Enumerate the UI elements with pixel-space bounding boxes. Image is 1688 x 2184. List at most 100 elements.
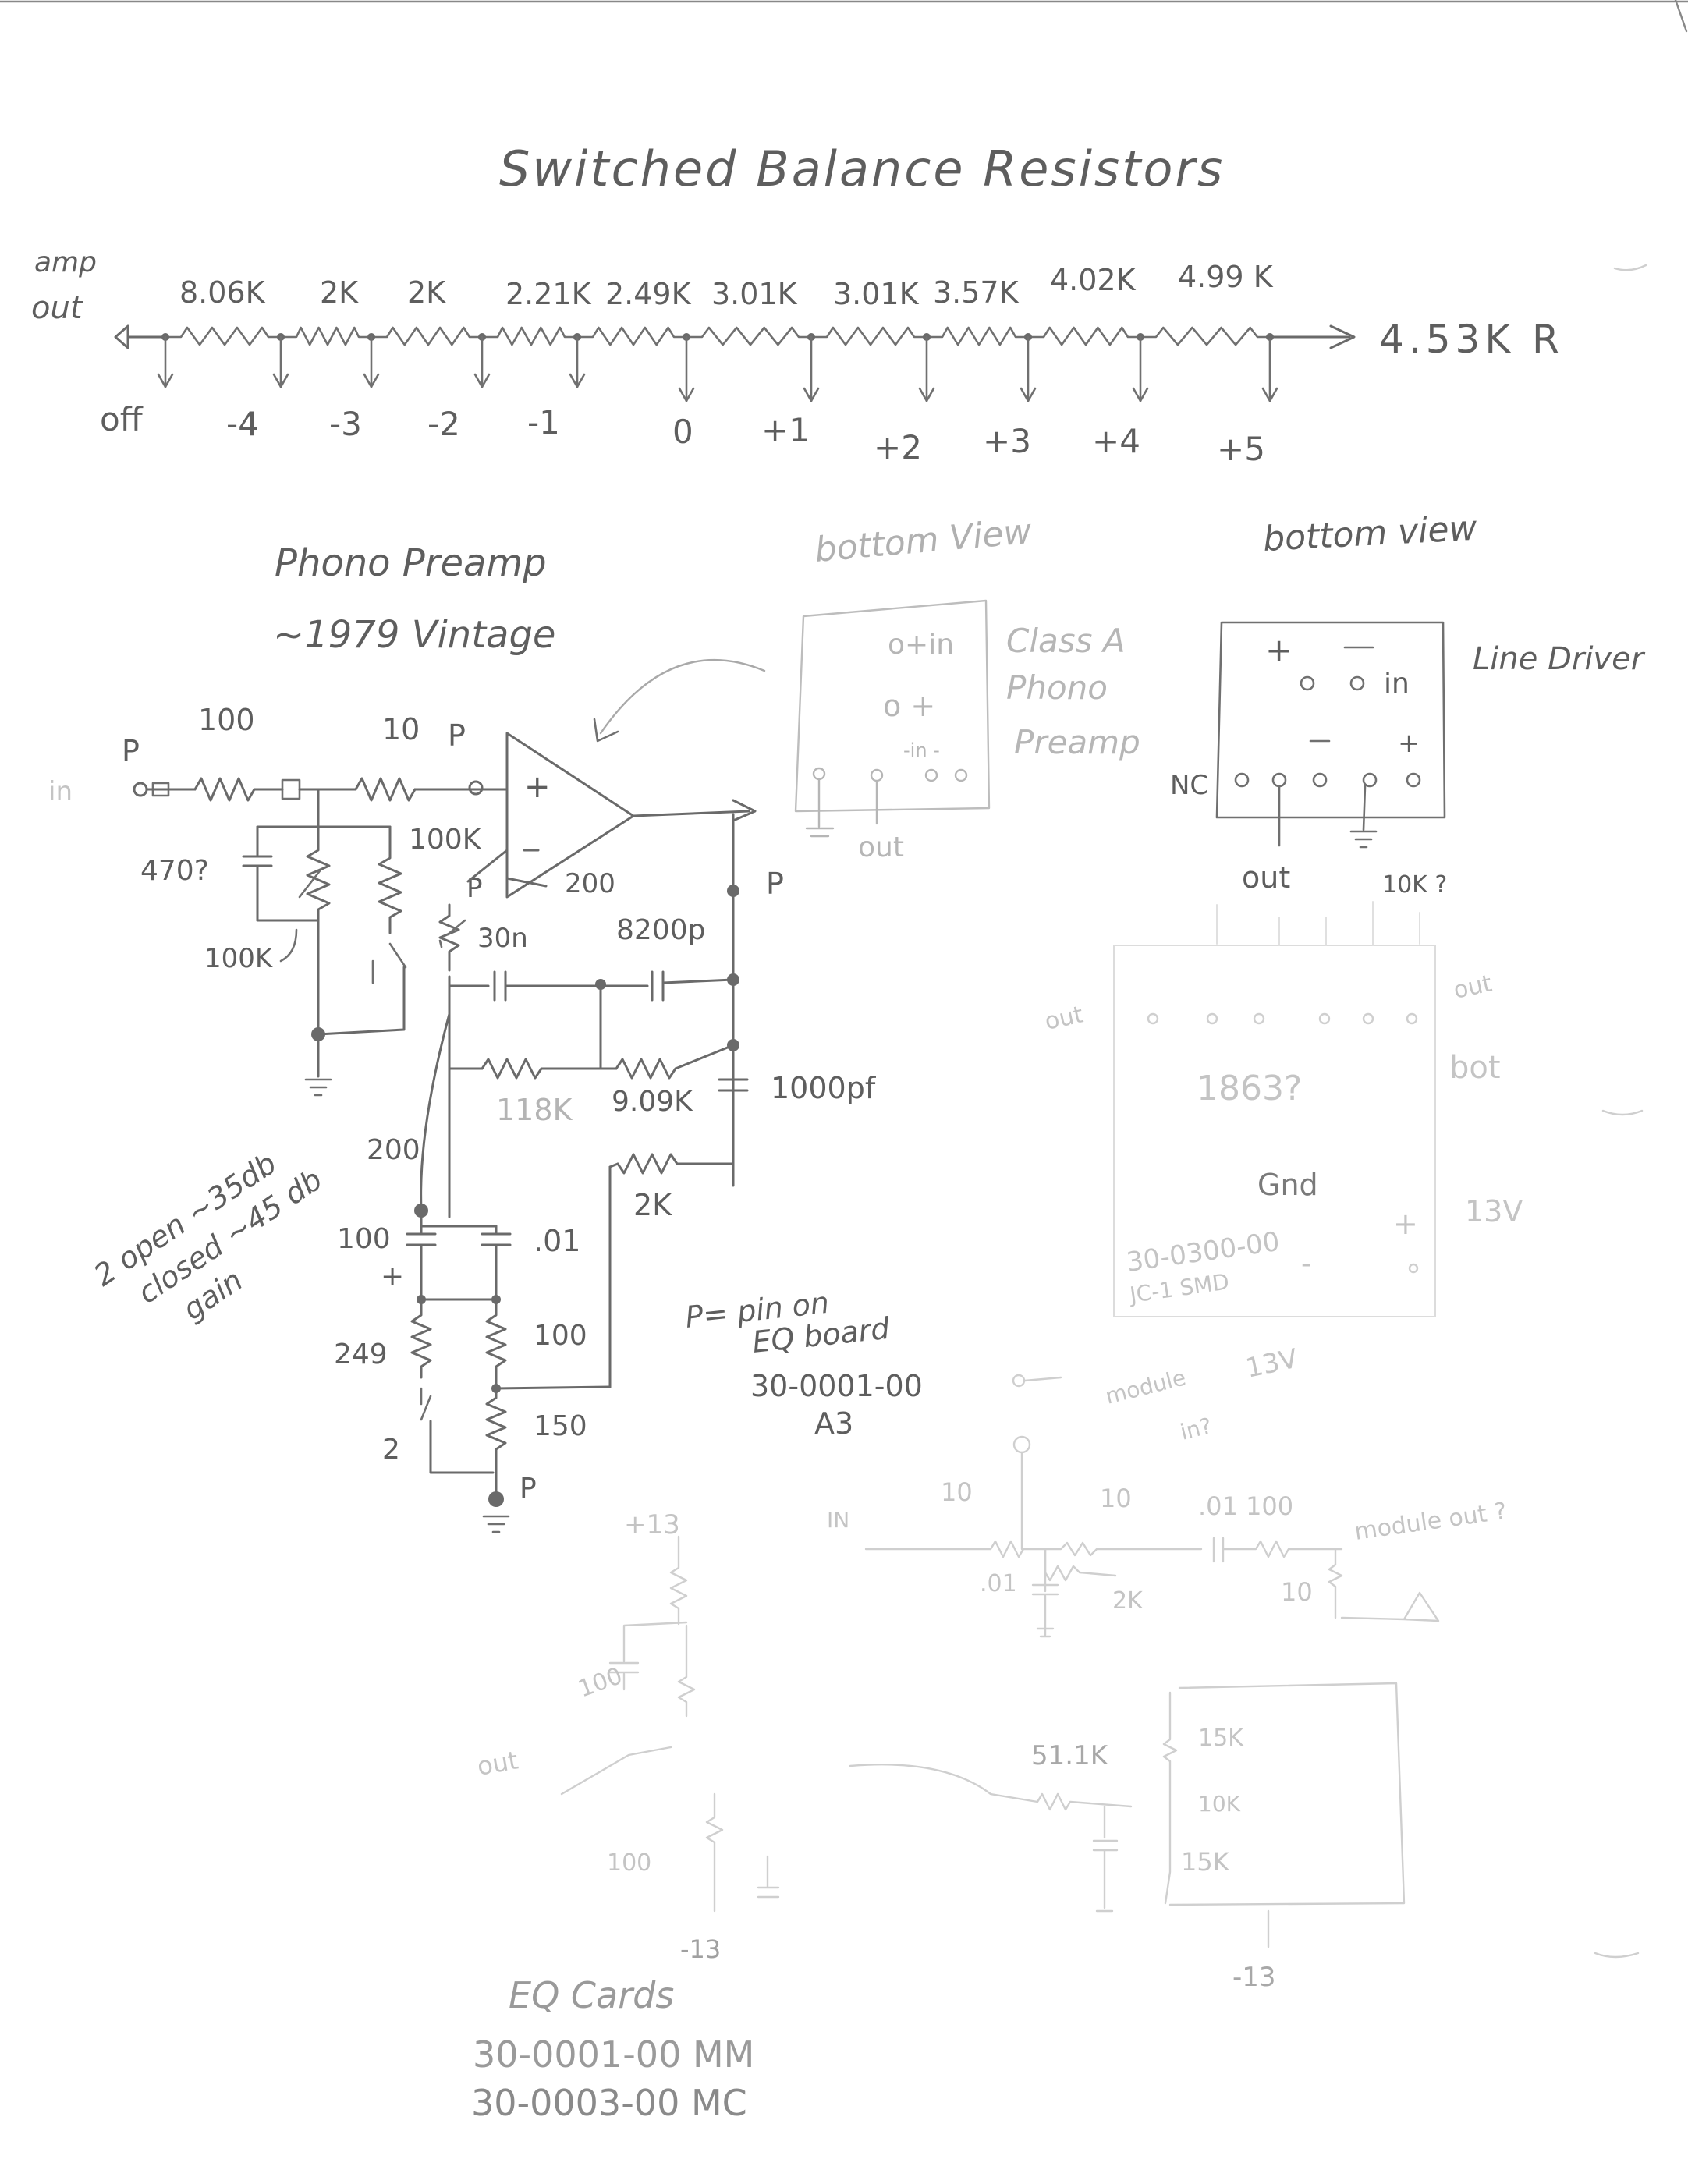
fc-minus13b: -13 xyxy=(1232,1962,1276,1993)
fc-r511k: 51.1K xyxy=(1031,1740,1109,1771)
module2-pin xyxy=(1406,772,1421,788)
cap-470-label: 470? xyxy=(140,855,209,887)
module2-pin xyxy=(1349,675,1365,691)
ladder-end-label: 4.53K R xyxy=(1379,317,1564,362)
res-label-2: 2K xyxy=(320,275,359,310)
resistor-150 xyxy=(485,1388,507,1466)
gain-note: 2 open ~35db closed ~45 db gain xyxy=(87,1146,328,1327)
faint-out-left: out xyxy=(1042,1001,1086,1035)
tap-arrow-icon xyxy=(473,373,491,388)
fc-r100: .01 100 xyxy=(1198,1491,1293,1521)
module2-nc: NC xyxy=(1170,770,1208,801)
ground-symbol xyxy=(482,1515,510,1533)
paper-mark xyxy=(1613,264,1647,271)
faint-out-right: out xyxy=(1451,970,1495,1004)
amp-out-label-2: out xyxy=(31,290,83,326)
resistor-ladder xyxy=(114,324,1356,402)
r-in-label: 100 xyxy=(198,703,255,737)
switch-label: 2 xyxy=(382,1434,400,1466)
ladder-resistor-10 xyxy=(1139,326,1271,346)
module1-label-3: Preamp xyxy=(1014,723,1140,761)
ladder-resistor-9 xyxy=(1027,326,1142,346)
p-note-4: A3 xyxy=(814,1406,853,1441)
module1-pin-minus: -in - xyxy=(903,739,940,761)
fc-r10a: 10 xyxy=(941,1477,973,1507)
faint-part: 1863? xyxy=(1197,1069,1302,1108)
res-label-1: 8.06K xyxy=(179,275,266,310)
r-150-label: 150 xyxy=(534,1410,587,1442)
pointer-arrow xyxy=(599,658,766,735)
tap-arrow-icon xyxy=(569,373,586,388)
phono-in-label: in xyxy=(48,776,73,807)
trim-arrow xyxy=(298,867,323,899)
fc-mod-in-2: in? xyxy=(1178,1413,1215,1445)
pos-label-p5: +5 xyxy=(1217,430,1265,468)
ladder-resistor-2 xyxy=(279,326,373,346)
fc-v13: 13V xyxy=(1243,1343,1300,1384)
pos-label-p4: +4 xyxy=(1092,422,1140,460)
fc-c100: 100 xyxy=(575,1662,626,1703)
resistor-249 xyxy=(410,1298,432,1379)
faint-plus: + xyxy=(1393,1207,1418,1241)
switch-position-labels: off -4 -3 -2 -1 0 +1 +2 +3 +4 +5 xyxy=(100,400,1265,468)
pot-200 xyxy=(438,903,460,972)
fc-mod-in-1: module xyxy=(1103,1364,1189,1409)
junction xyxy=(595,979,606,990)
res-label-6: 3.01K xyxy=(711,277,798,311)
fc-r10k: 10K xyxy=(1198,1791,1241,1817)
c-100-plus: + xyxy=(381,1260,404,1292)
pin-p-2: P xyxy=(448,718,466,753)
pos-label-m4: -4 xyxy=(226,405,259,443)
fc-r10b: 10 xyxy=(1100,1484,1132,1513)
p-note-3: 30-0001-00 xyxy=(750,1369,923,1403)
fc-r2k: 2K xyxy=(1112,1587,1144,1615)
fc-r15kb: 15K xyxy=(1181,1847,1230,1877)
tap-arrow-icon xyxy=(918,387,935,402)
c-30n-label: 30n xyxy=(477,923,528,954)
eq-mc: 30-0003-00 MC xyxy=(471,2082,747,2124)
module2-in: in xyxy=(1384,668,1410,700)
resistor-100k-a xyxy=(306,825,331,927)
tap-arrow-icon xyxy=(1132,387,1149,402)
eq-title: EQ Cards xyxy=(509,1974,674,2016)
module2-pin xyxy=(1300,675,1315,691)
r-200b-label: 200 xyxy=(367,1134,420,1166)
res-label-3: 2K xyxy=(407,275,446,310)
ladder-resistor-6 xyxy=(685,326,813,346)
c-01-label: .01 xyxy=(534,1224,580,1258)
r-100b-label: 100 xyxy=(534,1320,587,1352)
res-label-9: 4.02K xyxy=(1050,263,1137,297)
ladder-resistor-4 xyxy=(481,326,579,346)
fc-r10c: 10 xyxy=(1281,1577,1313,1607)
module2-plus-2: + xyxy=(1398,728,1420,759)
module2-outline xyxy=(1215,621,1446,819)
res-label-7: 3.01K xyxy=(833,277,920,311)
ladder-resistor-3 xyxy=(370,326,484,346)
pin-p-gnd: P xyxy=(520,1473,537,1505)
pos-label-p3: +3 xyxy=(983,422,1031,460)
junction xyxy=(727,973,739,986)
r-100k-b-label: 100K xyxy=(409,824,482,856)
module2-r10k: 10K ? xyxy=(1382,871,1447,899)
faint-bot: bot xyxy=(1449,1050,1501,1086)
resistor-100-in xyxy=(193,777,256,802)
paper-mark xyxy=(1601,1109,1644,1116)
output-arrow xyxy=(732,799,757,822)
res-label-5: 2.49K xyxy=(605,277,692,311)
r-2k-label: 2K xyxy=(633,1188,672,1222)
amp-out-label: amp xyxy=(34,246,97,278)
phono-subtitle: ~1979 Vintage xyxy=(273,613,555,657)
tap-arrow-icon xyxy=(1261,387,1278,402)
module2-pin xyxy=(1362,772,1378,788)
tap-arrow-icon xyxy=(803,387,820,402)
eq-mm: 30-0001-00 MM xyxy=(473,2033,754,2076)
resistor-118k xyxy=(481,1058,543,1080)
pos-label-m1: -1 xyxy=(527,403,560,441)
module2-label: Line Driver xyxy=(1473,641,1646,677)
pos-label-m3: -3 xyxy=(329,405,362,443)
pos-label-off: off xyxy=(100,400,144,438)
phono-title: Phono Preamp xyxy=(275,541,547,585)
tap-arrow-icon xyxy=(1020,387,1037,402)
faint-gnd: Gnd xyxy=(1257,1168,1318,1202)
module1-outline xyxy=(794,599,991,813)
